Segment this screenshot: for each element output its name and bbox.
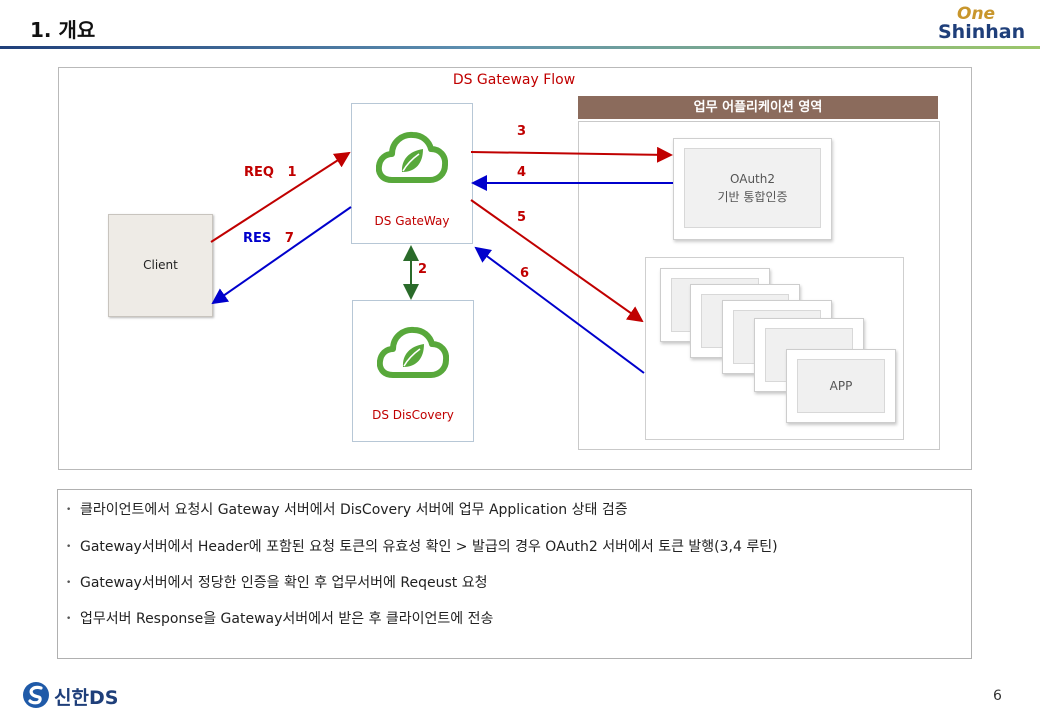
bullet-item: •업무서버 Response을 Gateway서버에서 받은 후 클라이언트에 … bbox=[66, 611, 494, 627]
res-label: RES 7 bbox=[243, 231, 294, 246]
discovery-node: DS DisCovery bbox=[352, 300, 474, 442]
arrow-step-5 bbox=[470, 199, 644, 323]
gateway-node: DS GateWay bbox=[351, 103, 473, 244]
res-step-number: 7 bbox=[284, 231, 294, 246]
description-box bbox=[57, 489, 972, 659]
step-2-label: 2 bbox=[418, 262, 428, 277]
step-4-label: 4 bbox=[517, 165, 527, 180]
title-divider bbox=[0, 46, 1040, 49]
cloud-leaf-icon bbox=[377, 326, 449, 378]
bullet-item: •Gateway서버에서 정당한 인증을 확인 후 업무서버에 Reqeust … bbox=[66, 575, 488, 591]
cloud-leaf-icon bbox=[376, 131, 448, 183]
bullet-text: 업무서버 Response을 Gateway서버에서 받은 후 클라이언트에 전… bbox=[80, 611, 494, 627]
shinhan-logo-icon bbox=[23, 682, 49, 708]
client-node: Client bbox=[108, 214, 213, 317]
step-5-label: 5 bbox=[517, 210, 527, 225]
arrow-res-7 bbox=[211, 206, 352, 305]
oauth-label-line1: OAuth2 bbox=[730, 171, 775, 186]
logo-one-text: One bbox=[957, 4, 996, 24]
gateway-label: DS GateWay bbox=[374, 214, 450, 228]
step-6-label: 6 bbox=[520, 266, 530, 281]
arrow-step-6 bbox=[474, 246, 645, 374]
app-card-front: APP bbox=[786, 349, 896, 423]
res-text: RES bbox=[243, 231, 272, 246]
business-app-area-label: 업무 어플리케이션 영역 bbox=[578, 96, 938, 119]
bullet-text: Gateway서버에서 Header에 포함된 요청 토큰의 유효성 확인 > … bbox=[80, 539, 778, 555]
step-3-label: 3 bbox=[517, 124, 527, 139]
bullet-item: •Gateway서버에서 Header에 포함된 요청 토큰의 유효성 확인 >… bbox=[66, 539, 778, 555]
oauth-label-line2: 기반 통합인증 bbox=[717, 189, 788, 204]
bullet-item: •클라이언트에서 요청시 Gateway 서버에서 DisCovery 서버에 … bbox=[66, 502, 628, 518]
req-step-number: 1 bbox=[287, 165, 297, 180]
oauth-server-label: OAuth2 기반 통합인증 bbox=[684, 148, 821, 228]
bullet-text: 클라이언트에서 요청시 Gateway 서버에서 DisCovery 서버에 업… bbox=[80, 502, 628, 518]
page-number: 6 bbox=[993, 688, 1002, 704]
arrow-req-1 bbox=[210, 151, 351, 243]
footer-brand: 신한DS bbox=[54, 687, 119, 709]
app-label: APP bbox=[829, 379, 853, 393]
diagram-title: DS Gateway Flow bbox=[452, 72, 576, 88]
discovery-label: DS DisCovery bbox=[372, 408, 454, 422]
logo-shinhan-text: Shinhan bbox=[938, 21, 1026, 43]
bullet-text: Gateway서버에서 정당한 인증을 확인 후 업무서버에 Reqeust 요… bbox=[80, 575, 488, 591]
slide-title: 1. 개요 bbox=[30, 18, 96, 42]
req-text: REQ bbox=[244, 165, 274, 180]
req-label: REQ 1 bbox=[244, 165, 297, 180]
arrow-step-3 bbox=[470, 146, 673, 163]
